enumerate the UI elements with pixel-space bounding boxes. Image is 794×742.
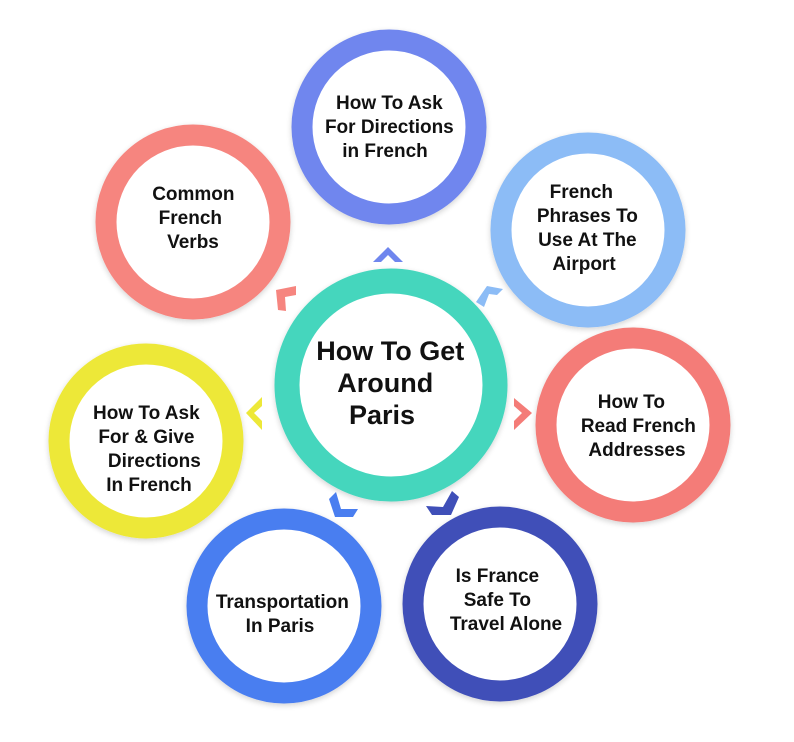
connector-arrows [246, 247, 532, 517]
arrow-right [514, 398, 532, 430]
topic-label-french-verbs: Common French Verbs [152, 184, 240, 253]
topic-circle-airport-phrases[interactable]: French Phrases To Use At The Airport [490, 132, 686, 328]
arrow-top-left [276, 286, 296, 311]
arrow-top [373, 247, 403, 262]
center-hub-title: How To Get Around Paris [316, 336, 472, 430]
topic-label-airport-phrases: French Phrases To Use At The Airport [537, 182, 643, 275]
topic-label-give-directions: How To Ask For & Give Directions In Fren… [93, 403, 206, 496]
topic-circle-ask-directions[interactable]: How To Ask For Directions in French [291, 29, 487, 225]
topic-label-safety: Is France Safe To Travel Alone [450, 566, 562, 635]
topic-circle-give-directions[interactable]: How To Ask For & Give Directions In Fren… [48, 343, 244, 539]
arrow-left [246, 397, 262, 430]
arrow-bottom-right [426, 491, 459, 515]
topic-circle-transportation[interactable]: Transportation In Paris [186, 508, 382, 704]
center-hub-circle[interactable]: How To Get Around Paris [274, 268, 508, 502]
topic-label-french-addresses: How To Read French Addresses [581, 392, 701, 461]
arrow-bottom-left [329, 492, 358, 517]
topic-circle-safety[interactable]: Is France Safe To Travel Alone [402, 506, 598, 702]
topic-circle-french-addresses[interactable]: How To Read French Addresses [535, 327, 731, 523]
arrow-top-right [476, 286, 503, 307]
topic-label-transportation: Transportation In Paris [216, 592, 354, 637]
topic-circle-french-verbs[interactable]: Common French Verbs [95, 124, 291, 320]
topic-label-ask-directions: How To Ask For Directions in French [325, 93, 459, 162]
